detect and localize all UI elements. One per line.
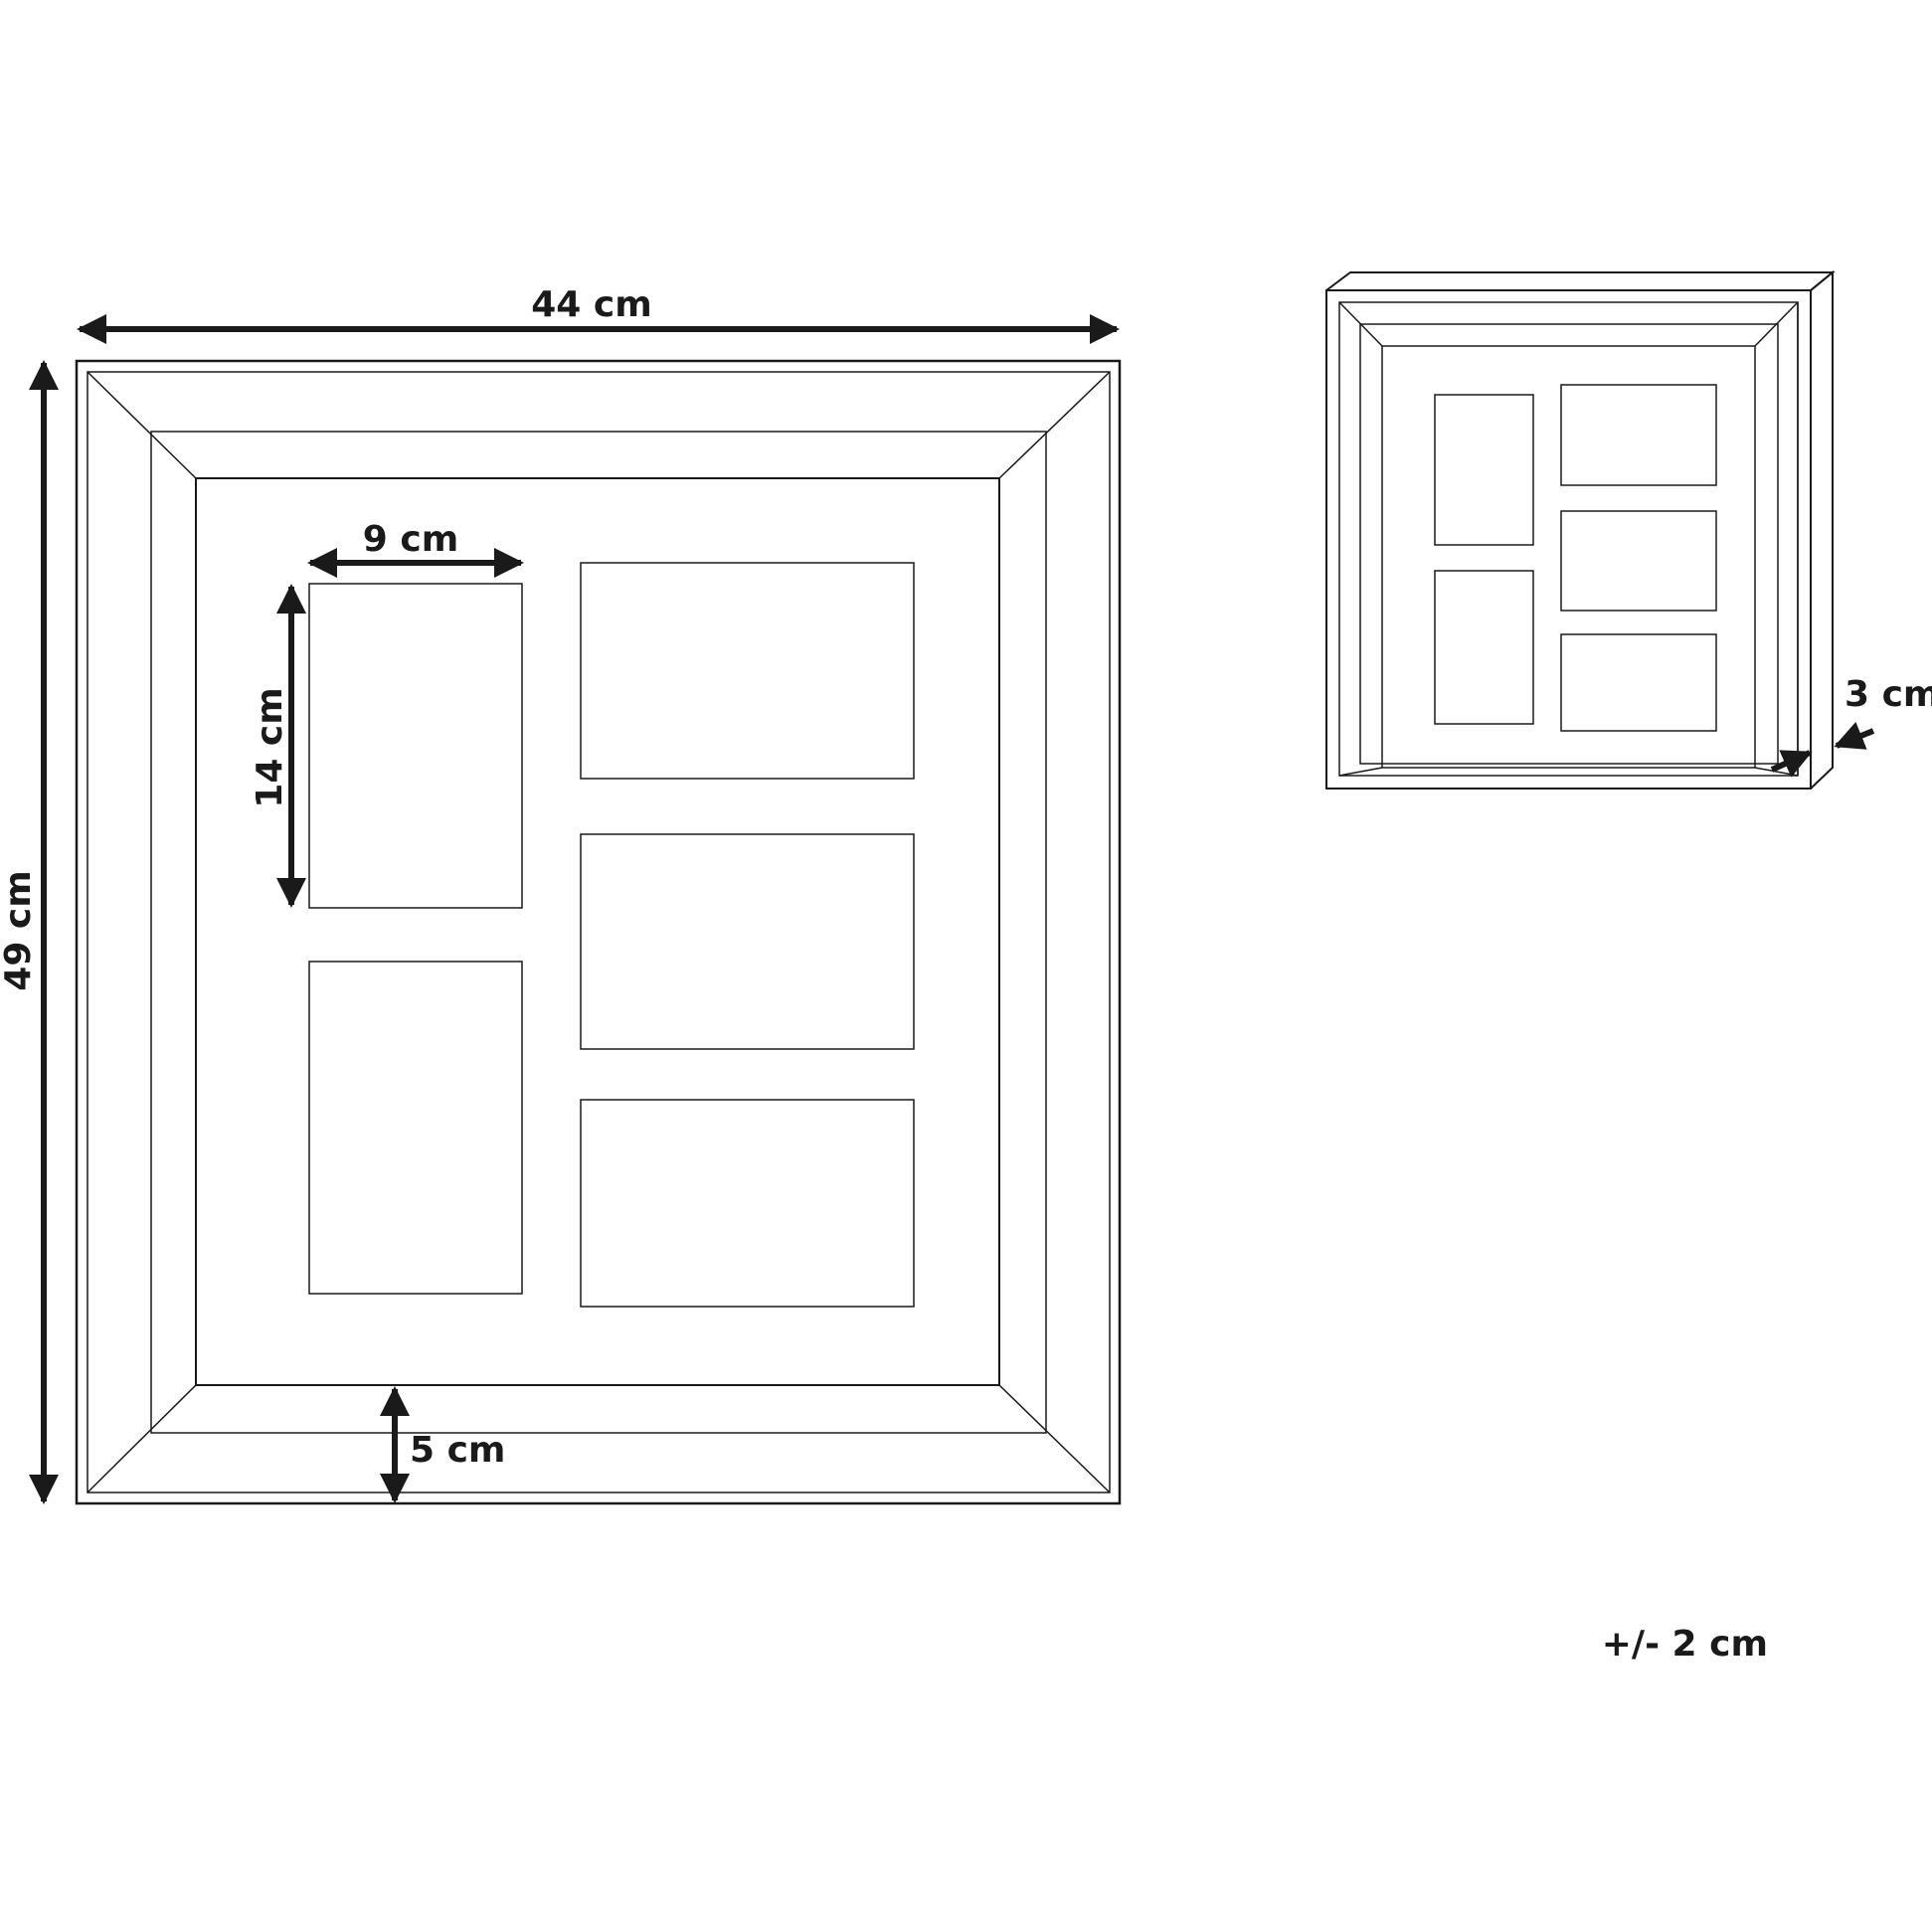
- border-label: 5 cm: [410, 1430, 505, 1471]
- mitre-bottom-left: [87, 1384, 197, 1493]
- height-dimension: 49 cm: [0, 360, 60, 1504]
- perspective-middle-step: [1359, 323, 1779, 765]
- depth-arrow-right: [1834, 721, 1875, 750]
- photo-opening-landscape-2: [580, 833, 915, 1050]
- width-label: 44 cm: [531, 284, 651, 325]
- perspective-opening-landscape-2: [1560, 510, 1717, 612]
- opening-width-label: 9 cm: [363, 519, 458, 560]
- height-label: 49 cm: [0, 870, 39, 990]
- photo-opening-portrait-1: [308, 583, 523, 909]
- perspective-opening-portrait-1: [1434, 394, 1534, 546]
- perspective-mat: [1381, 345, 1756, 769]
- tolerance-label: +/- 2 cm: [1602, 1624, 1768, 1665]
- mitre-top-left: [87, 371, 197, 479]
- mitre-top-right: [998, 371, 1111, 479]
- depth-label: 3 cm: [1844, 674, 1932, 715]
- border-dimension: 5 cm: [380, 1386, 505, 1503]
- perspective-opening-portrait-2: [1434, 570, 1534, 725]
- perspective-view-frame: [1325, 269, 1836, 790]
- perspective-top-face: [1325, 271, 1836, 291]
- opening-height-label: 14 cm: [250, 687, 290, 807]
- photo-opening-portrait-2: [308, 961, 523, 1295]
- frame-outer-edge: [75, 359, 1122, 1505]
- perspective-mitre-tl: [1338, 301, 1383, 347]
- mat-board: [195, 477, 1000, 1386]
- mitre-bottom-right: [998, 1384, 1111, 1493]
- perspective-front-outer: [1325, 289, 1812, 790]
- perspective-outer-inset: [1338, 301, 1799, 777]
- depth-dimension: 3 cm: [1770, 674, 1932, 778]
- photo-opening-landscape-3: [580, 1099, 915, 1308]
- width-dimension: 44 cm: [77, 284, 1120, 344]
- depth-arrow-left: [1770, 750, 1813, 778]
- frame-middle-step: [150, 431, 1047, 1434]
- frame-outer-inset: [87, 371, 1111, 1493]
- opening-height-dimension: 14 cm: [250, 584, 306, 908]
- perspective-opening-landscape-3: [1560, 633, 1717, 732]
- perspective-side-face: [1810, 269, 1834, 790]
- perspective-mitre-bl: [1338, 767, 1383, 777]
- perspective-mitre-tr: [1754, 301, 1799, 347]
- front-view-frame: [75, 359, 1122, 1505]
- perspective-opening-landscape-1: [1560, 384, 1717, 486]
- photo-opening-landscape-1: [580, 562, 915, 780]
- opening-width-dimension: 9 cm: [307, 519, 524, 578]
